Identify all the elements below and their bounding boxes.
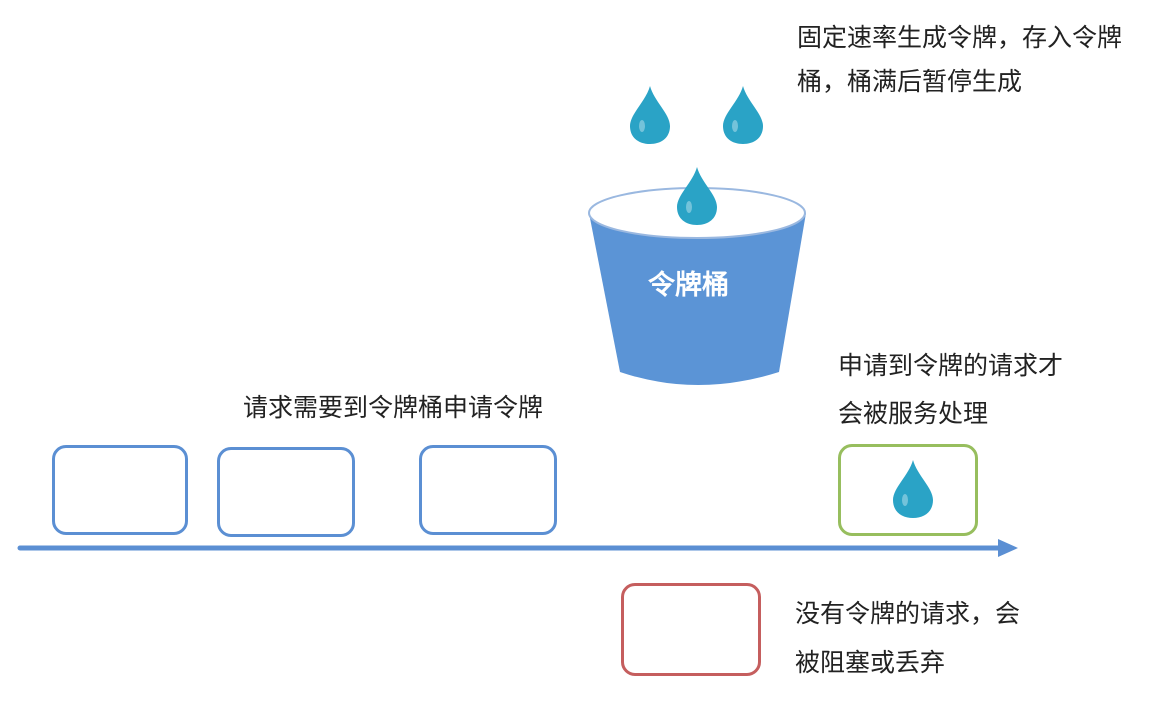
request-box	[419, 445, 557, 535]
blocked-note-line-1: 没有令牌的请求，会	[795, 599, 1021, 628]
generate-note-line-1: 固定速率生成令牌，存入令牌	[797, 23, 1123, 52]
request-box	[217, 447, 355, 537]
generate-note-line-2: 桶，桶满后暂停生成	[797, 67, 1023, 96]
water-drop-icon	[723, 86, 763, 144]
apply-note: 请求需要到令牌桶申请令牌	[243, 393, 544, 422]
arrow-right-icon	[17, 539, 1018, 557]
bucket-label: 令牌桶	[648, 270, 729, 301]
blocked-note-line-2: 被阻塞或丢弃	[795, 648, 946, 677]
passed-note-line-2: 会被服务处理	[838, 399, 989, 428]
request-box	[52, 445, 188, 535]
water-drop-icon	[630, 86, 670, 144]
water-drop-icon	[677, 167, 717, 225]
passed-note-line-1: 申请到令牌的请求才	[838, 351, 1064, 380]
blocked-request-box	[621, 583, 761, 676]
water-drop-icon	[893, 460, 933, 518]
